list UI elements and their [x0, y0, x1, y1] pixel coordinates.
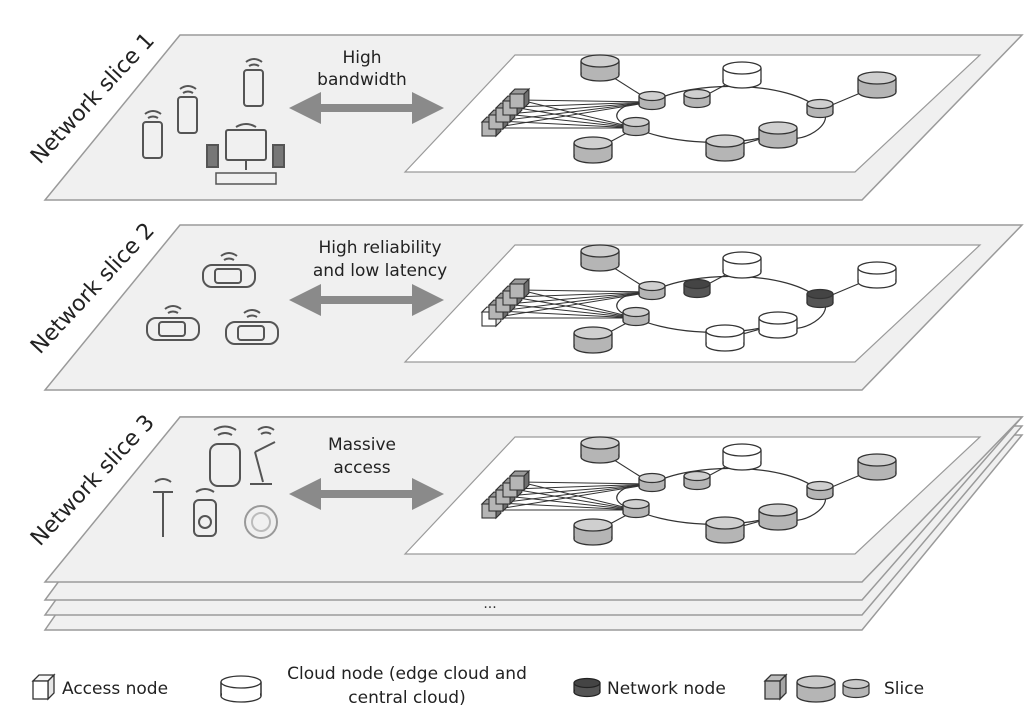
network-topology: [480, 436, 897, 546]
network-slice-1: Network slice 1 High bandwidth: [26, 28, 1024, 201]
arrow-caption-line-1: Massive: [328, 435, 396, 455]
network-topology: [480, 54, 897, 164]
iot-devices-icon: [153, 425, 278, 539]
arrow-caption-line-2: and low latency: [313, 261, 447, 281]
network-slice-3: Network slice 3 Massive access: [26, 410, 1024, 583]
legend-access-node-label: Access node: [62, 679, 168, 699]
network-node: [683, 278, 711, 299]
cloud-node: [580, 54, 620, 82]
cloud-node: [573, 326, 613, 354]
network-topology: [480, 244, 897, 354]
arrow-caption-line-2: bandwidth: [317, 70, 407, 90]
stack-ellipsis: ...: [483, 596, 496, 612]
legend-slice-label: Slice: [884, 679, 924, 699]
legend-network-node-label: Network node: [607, 679, 726, 699]
arrow-caption-line-2: access: [333, 458, 390, 478]
legend-cloud-node-label-line-2: central cloud): [348, 688, 465, 708]
arrow-caption-line-1: High: [342, 48, 381, 68]
cloud-node: [857, 261, 897, 289]
access-node: [508, 87, 531, 110]
cloud-node: [573, 518, 613, 546]
cloud-node: [722, 443, 762, 471]
smartphone-icon: [142, 58, 264, 159]
network-node: [683, 88, 711, 109]
network-node: [622, 498, 650, 519]
cloud-node: [758, 121, 798, 149]
core-network-panel: [403, 54, 982, 173]
cloud-node: [573, 136, 613, 164]
core-network-panel: [403, 436, 982, 555]
cloud-node: [705, 134, 745, 162]
network-node: [806, 98, 834, 119]
slice-legend-icons: [763, 673, 870, 703]
network-node: [638, 472, 666, 493]
network-slice-2: Network slice 2 High reliability and low…: [26, 218, 1024, 391]
cloud-node: [722, 251, 762, 279]
cloud-node: [705, 324, 745, 352]
cloud-node: [722, 61, 762, 89]
network-node: [638, 280, 666, 301]
legend: Access node Cloud node (edge cloud and c…: [31, 664, 924, 708]
cloud-node-legend-icon: [220, 675, 262, 703]
network-node: [683, 470, 711, 491]
network-node: [622, 116, 650, 137]
cloud-node: [857, 453, 897, 481]
cloud-node: [580, 436, 620, 464]
cloud-node: [857, 71, 897, 99]
network-node: [622, 306, 650, 327]
access-node: [508, 277, 531, 300]
network-node: [638, 90, 666, 111]
network-node: [806, 288, 834, 309]
access-node: [508, 469, 531, 492]
cloud-node: [580, 244, 620, 272]
connected-car-icon: [146, 252, 279, 345]
cloud-node: [758, 503, 798, 531]
cloud-node: [705, 516, 745, 544]
cloud-node: [758, 311, 798, 339]
network-node: [806, 480, 834, 501]
desktop-computer-icon: [206, 123, 285, 185]
access-node-legend-icon: [31, 673, 56, 701]
core-network-panel: [403, 244, 982, 363]
network-node-legend-icon: [573, 677, 601, 698]
legend-cloud-node-label-line-1: Cloud node (edge cloud and: [287, 664, 527, 684]
arrow-caption-line-1: High reliability: [318, 238, 441, 258]
